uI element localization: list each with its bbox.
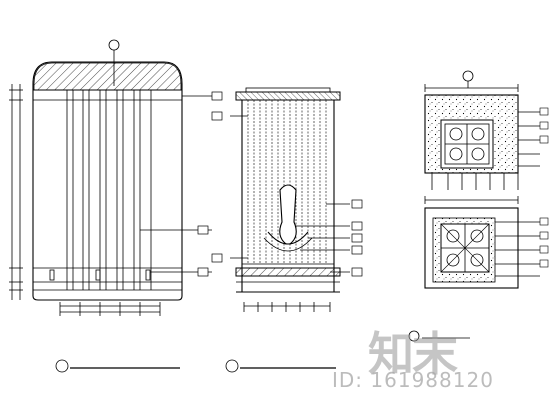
view-marker-icon — [55, 359, 69, 373]
detail-marker-icon — [462, 70, 474, 82]
right-detail-bottom — [408, 196, 540, 342]
middle-callouts — [211, 111, 363, 277]
right-detail-bottom-callouts — [539, 217, 549, 268]
right-detail-top-callouts — [539, 107, 549, 144]
left-elevation — [9, 39, 212, 373]
section-marker-icon — [108, 39, 120, 51]
view-marker-icon-2 — [225, 359, 239, 373]
watermark-logo: 知末 — [368, 327, 458, 381]
left-callouts — [197, 91, 223, 277]
middle-elevation — [225, 87, 350, 373]
detail-marker-icon-2 — [408, 330, 420, 342]
watermark-id: ID: 161988120 — [332, 368, 494, 392]
right-detail-top — [424, 70, 540, 190]
